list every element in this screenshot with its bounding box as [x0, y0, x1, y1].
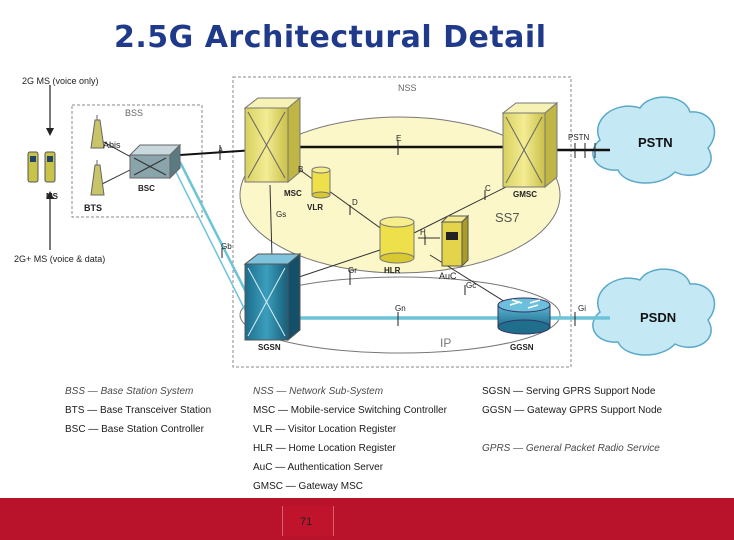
legend-nss: NSS — Network Sub-System: [253, 386, 384, 397]
label-ms: MS: [46, 192, 59, 201]
legend-bsc: BSC — Base Station Controller: [65, 424, 204, 435]
label-gr: Gr: [348, 266, 357, 275]
label-pstn: PSTN: [638, 135, 673, 150]
label-h: H: [420, 228, 426, 237]
legend-vlr: VLR — Visitor Location Register: [253, 424, 397, 435]
label-sgsn: SGSN: [258, 343, 281, 352]
label-bss: BSS: [125, 108, 143, 118]
label-msc: MSC: [284, 189, 302, 198]
label-ms2g: 2G MS (voice only): [22, 76, 99, 86]
label-b: B: [298, 165, 303, 174]
ms-phones: [27, 151, 56, 183]
ggsn-node: [497, 297, 551, 335]
label-gn: Gn: [395, 304, 406, 313]
ss7-network: [239, 116, 561, 274]
label-gs: Gs: [276, 210, 286, 219]
bsc-sgsn-link-1: [178, 161, 252, 301]
bts-tower-1: [90, 115, 105, 149]
pstn-cloud: [592, 96, 716, 184]
sgsn-node: [243, 252, 302, 342]
bsc-msc-link: [179, 149, 256, 156]
label-ms25g: 2G+ MS (voice & data): [14, 254, 105, 264]
nss-boundary: [232, 76, 572, 368]
legend-auc: AuC — Authentication Server: [253, 462, 384, 473]
label-e: E: [396, 134, 401, 143]
legend-sgsn: SGSN — Serving GPRS Support Node: [482, 386, 656, 397]
label-bsc: BSC: [138, 184, 155, 193]
label-auc: AuC: [439, 271, 457, 281]
bsc-node: [128, 143, 182, 180]
label-a: A: [218, 146, 224, 155]
psdn-cloud: [592, 268, 716, 356]
gmsc-node: [501, 101, 559, 189]
legend-msc: MSC — Mobile-service Switching Controlle…: [253, 405, 447, 416]
legend-gmsc: GMSC — Gateway MSC: [253, 481, 364, 492]
legend-ggsn: GGSN — Gateway GPRS Support Node: [482, 405, 663, 416]
label-gi: Gi: [578, 304, 586, 313]
bsc-sgsn-link-2: [174, 169, 246, 311]
label-ggsn: GGSN: [510, 343, 534, 352]
msc-sgsn-link: [269, 184, 273, 259]
page-number: 71: [300, 516, 313, 528]
bts-tower-2: [90, 160, 105, 196]
label-abis: Abis: [103, 140, 121, 150]
legend-bss: BSS — Base Station System: [65, 386, 194, 397]
label-bts: BTS: [84, 203, 102, 213]
label-c: C: [485, 184, 491, 193]
label-hlr: HLR: [384, 266, 401, 275]
label-gc: Gc: [466, 281, 476, 290]
label-ss7: SS7: [495, 210, 520, 225]
msc-node: [243, 96, 302, 184]
label-psdn: PSDN: [640, 310, 676, 325]
legend-bts: BTS — Base Transceiver Station: [65, 405, 212, 416]
legend-hlr: HLR — Home Location Register: [253, 443, 396, 454]
label-nss: NSS: [398, 83, 417, 93]
page-title: 2.5G Architectural Detail: [114, 20, 547, 55]
legend-gprs: GPRS — General Packet Radio Service: [482, 443, 660, 454]
vlr-node: [311, 166, 331, 199]
label-vlr: VLR: [307, 203, 323, 212]
hlr-node: [379, 216, 415, 264]
label-pstn-if: PSTN: [568, 133, 590, 142]
architecture-diagram: 2G MS (voice only) 2G+ MS (voice & data)…: [14, 76, 716, 368]
label-gb: Gb: [221, 242, 232, 251]
page-number-box: [282, 506, 334, 536]
auc-node: [440, 214, 470, 268]
label-gmsc: GMSC: [513, 190, 537, 199]
bss-boundary: [71, 104, 203, 218]
label-ip: IP: [440, 336, 451, 350]
footer-bar: [0, 498, 734, 540]
ip-network: [239, 276, 561, 354]
label-d: D: [352, 198, 358, 207]
